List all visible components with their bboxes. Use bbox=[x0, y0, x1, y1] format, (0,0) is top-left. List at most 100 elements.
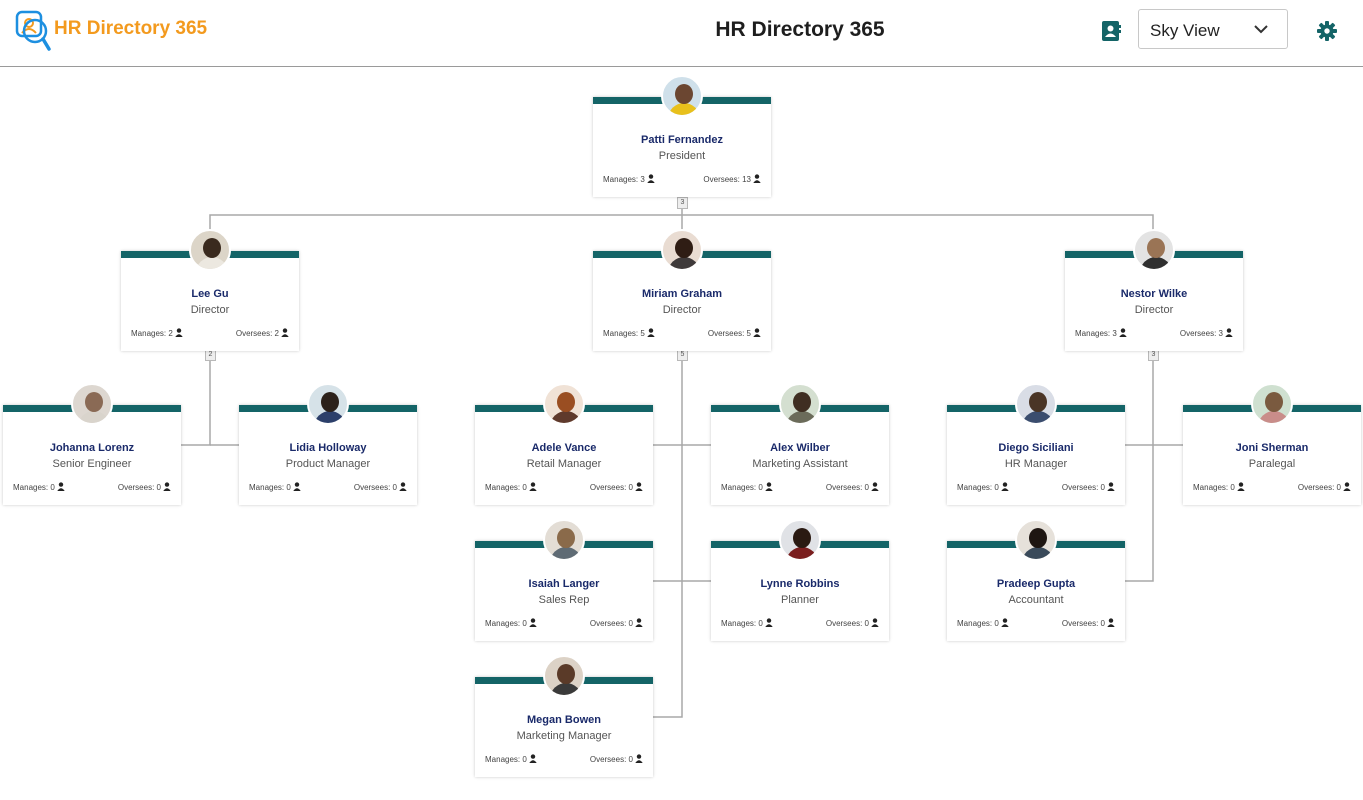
avatar[interactable] bbox=[1015, 383, 1057, 425]
manages-label: Manages: bbox=[13, 483, 49, 492]
manages-count: Manages: 0 bbox=[249, 482, 301, 492]
employee-title: Sales Rep bbox=[538, 594, 590, 606]
manages-value: 2 bbox=[168, 329, 173, 338]
employee-title: Product Manager bbox=[285, 458, 371, 470]
avatar-torso bbox=[1258, 411, 1290, 423]
employee-name[interactable]: Nestor Wilke bbox=[1120, 288, 1188, 300]
employee-name[interactable]: Patti Fernandez bbox=[641, 134, 723, 146]
oversees-count: Oversees: 2 bbox=[236, 328, 289, 338]
oversees-value: 3 bbox=[1218, 329, 1223, 338]
manages-value: 0 bbox=[286, 483, 291, 492]
avatar-head bbox=[557, 528, 575, 548]
manages-value: 0 bbox=[522, 483, 527, 492]
employee-title: President bbox=[658, 150, 706, 162]
employee-title: Marketing Assistant bbox=[752, 458, 848, 470]
employee-name[interactable]: Johanna Lorenz bbox=[49, 442, 135, 454]
gear-icon[interactable] bbox=[1316, 20, 1338, 42]
avatar-head bbox=[793, 528, 811, 548]
page-title: HR Directory 365 bbox=[715, 18, 885, 41]
avatar[interactable] bbox=[1015, 519, 1057, 561]
avatar[interactable] bbox=[661, 229, 703, 271]
manages-count: Manages: 0 bbox=[13, 482, 65, 492]
employee-name[interactable]: Lynne Robbins bbox=[760, 578, 840, 590]
oversees-value: 0 bbox=[864, 483, 869, 492]
manages-count: Manages: 2 bbox=[131, 328, 183, 338]
avatar[interactable] bbox=[543, 383, 585, 425]
employee-name[interactable]: Joni Sherman bbox=[1235, 442, 1309, 454]
person-icon bbox=[765, 618, 773, 627]
avatar-torso bbox=[550, 547, 582, 559]
view-select-value: Sky View bbox=[1150, 21, 1220, 40]
avatar[interactable] bbox=[71, 383, 113, 425]
manages-count: Manages: 0 bbox=[485, 618, 537, 628]
avatar-torso bbox=[314, 411, 346, 423]
avatar-head bbox=[1265, 392, 1283, 412]
person-icon bbox=[635, 618, 643, 627]
avatar[interactable] bbox=[543, 655, 585, 697]
employee-name[interactable]: Isaiah Langer bbox=[528, 578, 600, 590]
avatar[interactable] bbox=[779, 519, 821, 561]
avatar-head bbox=[203, 238, 221, 258]
manages-value: 0 bbox=[994, 619, 999, 628]
employee-name[interactable]: Lee Gu bbox=[191, 288, 229, 300]
avatar-torso bbox=[196, 257, 228, 269]
oversees-value: 0 bbox=[1336, 483, 1341, 492]
contact-card-icon[interactable] bbox=[1100, 20, 1122, 42]
avatar-head bbox=[557, 392, 575, 412]
manages-label: Manages: bbox=[603, 175, 639, 184]
avatar[interactable] bbox=[189, 229, 231, 271]
manages-value: 0 bbox=[522, 755, 527, 764]
employee-name[interactable]: Diego Siciliani bbox=[998, 442, 1074, 454]
expand-badge[interactable]: 3 bbox=[677, 197, 688, 209]
employee-name[interactable]: Megan Bowen bbox=[527, 714, 601, 726]
employee-name[interactable]: Miriam Graham bbox=[641, 288, 723, 300]
oversees-label: Oversees: bbox=[707, 329, 745, 338]
oversees-value: 0 bbox=[628, 755, 633, 764]
oversees-label: Oversees: bbox=[353, 483, 391, 492]
avatar[interactable] bbox=[1251, 383, 1293, 425]
avatar-torso bbox=[1022, 547, 1054, 559]
oversees-count: Oversees: 0 bbox=[590, 618, 643, 628]
person-icon bbox=[1001, 482, 1009, 491]
avatar[interactable] bbox=[1133, 229, 1175, 271]
person-icon bbox=[1107, 482, 1115, 491]
avatar-torso bbox=[668, 103, 700, 115]
person-icon bbox=[1107, 618, 1115, 627]
view-select[interactable]: Sky View bbox=[1138, 9, 1288, 49]
avatar[interactable] bbox=[661, 75, 703, 117]
person-icon bbox=[647, 174, 655, 183]
employee-name[interactable]: Pradeep Gupta bbox=[996, 578, 1076, 590]
person-icon bbox=[281, 328, 289, 337]
oversees-value: 0 bbox=[628, 619, 633, 628]
oversees-count: Oversees: 0 bbox=[590, 482, 643, 492]
avatar-torso bbox=[668, 257, 700, 269]
app-name: HR Directory 365 bbox=[54, 18, 208, 39]
avatar[interactable] bbox=[307, 383, 349, 425]
oversees-label: Oversees: bbox=[825, 619, 863, 628]
oversees-count: Oversees: 5 bbox=[708, 328, 761, 338]
avatar[interactable] bbox=[543, 519, 585, 561]
oversees-value: 0 bbox=[392, 483, 397, 492]
avatar-torso bbox=[1022, 411, 1054, 423]
employee-name[interactable]: Adele Vance bbox=[531, 442, 597, 454]
employee-name[interactable]: Alex Wilber bbox=[770, 442, 830, 454]
manages-count: Manages: 0 bbox=[957, 618, 1009, 628]
oversees-count: Oversees: 0 bbox=[826, 482, 879, 492]
employee-name[interactable]: Lidia Holloway bbox=[289, 442, 367, 454]
employee-title: HR Manager bbox=[1004, 458, 1068, 470]
avatar[interactable] bbox=[779, 383, 821, 425]
